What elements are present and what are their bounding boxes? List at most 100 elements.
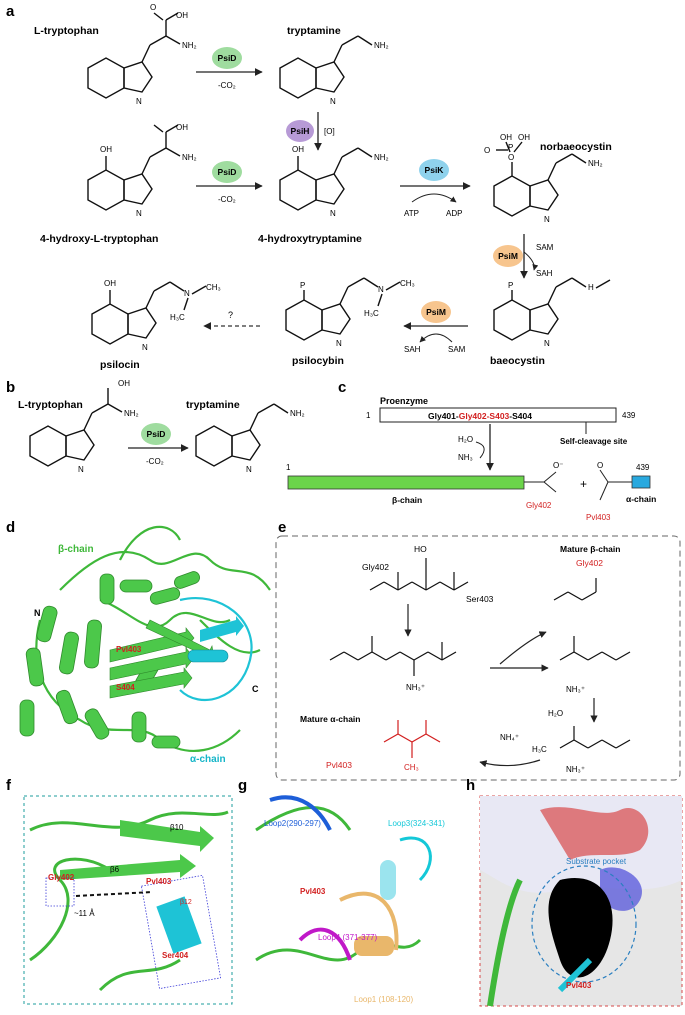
g-pvl403: Pvl403 [300, 887, 326, 896]
b-l-tryptophan-structure [29, 388, 123, 467]
label-l-tryptophan: L-tryptophan [34, 25, 99, 37]
e-mature-beta-structure [553, 578, 597, 601]
svg-text:PsiD: PsiD [218, 167, 237, 177]
h-green-helix [487, 878, 523, 1007]
panel-h: h Substrate pocket Pvl403 [466, 777, 683, 1007]
c-cleavage-site: Self-cleavage site [560, 437, 628, 446]
hydroxy-trp-nh2: NH₂ [182, 153, 197, 162]
f-distance: ~11 Å [74, 909, 95, 918]
svg-text:PsiD: PsiD [147, 429, 166, 439]
c-pvl403: Pvl403 [586, 513, 611, 522]
c-sequence: Gly401-Gly402-S403-S404 [428, 411, 532, 421]
svg-text:PsiM: PsiM [426, 307, 446, 317]
panel-letter-b: b [6, 379, 15, 396]
hydroxy-trp-nh: N [136, 209, 142, 218]
e-nh3plus-2: NH₃⁺ [566, 685, 585, 694]
e-ester-structure [329, 636, 457, 676]
psim-enzyme-badge-1: PsiM [493, 245, 523, 267]
hydroxytryptamine-oh: OH [292, 145, 304, 154]
psilocybin-ch3: CH₃ [400, 279, 415, 288]
e-h3c: H₃C [532, 745, 547, 754]
trp-nh2-label: NH₂ [182, 41, 197, 50]
sah-label-2: SAH [404, 345, 421, 354]
f-beta10: β10 [170, 823, 184, 832]
e-mature-beta-gly402: Gly402 [576, 558, 603, 568]
h-negative-patch [540, 807, 649, 860]
f-pvl403: Pvl403 [146, 877, 172, 886]
d-beta-sheet [109, 619, 215, 699]
psilocin-oh: OH [104, 279, 116, 288]
hydroxytryptamine-structure [279, 147, 373, 211]
d-beta-chain-label: β-chain [58, 544, 94, 555]
trp-oh-label: OH [176, 11, 188, 20]
c-alpha-end: 439 [636, 463, 650, 472]
panel-b: b L-tryptophan OH NH₂ N PsiD -CO₂ trypta… [6, 379, 305, 474]
baeo-p: P [508, 281, 513, 290]
f-beta6: β6 [110, 865, 120, 874]
trp-nh-label: N [136, 97, 142, 106]
g-loop2-label: Loop2(290-297) [264, 819, 321, 828]
panel-letter-c: c [338, 379, 346, 396]
f-beta10-strand [120, 820, 214, 852]
psid-enzyme-badge-1: PsiD [212, 47, 242, 69]
label-4-hydroxytryptamine: 4-hydroxytryptamine [258, 233, 362, 245]
h-pocket-outline [531, 865, 637, 983]
psid-enzyme-badge-2: PsiD [212, 161, 242, 183]
svg-text:PsiH: PsiH [291, 126, 310, 136]
e-nh3plus-1: NH₃⁺ [406, 683, 425, 692]
label-psilocin: psilocin [100, 359, 140, 371]
c-beta-start: 1 [286, 463, 291, 472]
panel-letter-e: e [278, 519, 286, 536]
h-cyan-strand [557, 957, 593, 993]
b-tryptamine-nh: N [246, 465, 252, 474]
panel-letter-h: h [466, 777, 475, 794]
e-mature-alpha-structure [383, 720, 441, 758]
c-o-minus: O⁻ [553, 461, 563, 470]
c-beta-chain-bar [287, 475, 525, 490]
c-h2o: H₂O [458, 435, 473, 444]
adp-label: ADP [446, 209, 462, 218]
norb-o: O [508, 153, 514, 162]
psih-enzyme-badge: PsiH [286, 120, 314, 142]
sam-label-1: SAM [536, 243, 554, 252]
c-proenzyme: Proenzyme [380, 396, 428, 406]
d-alpha-chain [179, 597, 253, 702]
panel-c: c Proenzyme 1 Gly401-Gly402-S403-S404 43… [286, 379, 656, 522]
sam-label-2: SAM [448, 345, 466, 354]
e-mature-alpha-label: Mature α-chain [300, 714, 360, 724]
trp-o-label: O [150, 3, 156, 12]
e-pvl403: Pvl403 [326, 760, 352, 770]
psilocybin-n: N [378, 285, 384, 294]
e-gly402: Gly402 [362, 562, 389, 572]
svg-text:PsiD: PsiD [218, 53, 237, 63]
psilocin-nh: N [142, 343, 148, 352]
d-s404-label: S404 [116, 683, 135, 692]
d-alpha-chain-label: α-chain [190, 754, 226, 765]
b-co2: -CO₂ [146, 457, 164, 466]
e-h2o: H₂O [548, 709, 563, 718]
psilocybin-structure [285, 277, 401, 341]
d-helices [19, 571, 200, 749]
norb-oh2: OH [518, 133, 530, 142]
hydroxy-trp-structure [87, 124, 181, 211]
h-pvl403: Pvl403 [566, 981, 592, 990]
f-beta12: β12 [180, 899, 192, 906]
panel-d: d [6, 519, 271, 765]
f-gly402-density [45, 877, 75, 907]
unknown-step-question: ? [228, 310, 233, 320]
psilocin-n: N [184, 289, 190, 298]
baeo-ring-nh: N [544, 339, 550, 348]
f-alpha-strand [156, 896, 202, 954]
e-mature-beta-label: Mature β-chain [560, 544, 620, 554]
g-loop4-label: Loop4 (371-377) [318, 933, 377, 942]
c-beta-label: β-chain [392, 495, 422, 505]
label-4-hydroxy-l-tryptophan: 4-hydroxy-L-tryptophan [40, 233, 158, 245]
psilocybin-nh: N [336, 339, 342, 348]
hydroxy-trp-acid-oh: OH [176, 123, 188, 132]
e-ch3: CH₃ [404, 763, 419, 772]
panel-letter-d: d [6, 519, 15, 536]
f-distance-line [75, 891, 153, 897]
norb-nh: N [544, 215, 550, 224]
e-nh4: NH₄⁺ [500, 733, 519, 742]
e-precursor-structure [369, 558, 469, 591]
